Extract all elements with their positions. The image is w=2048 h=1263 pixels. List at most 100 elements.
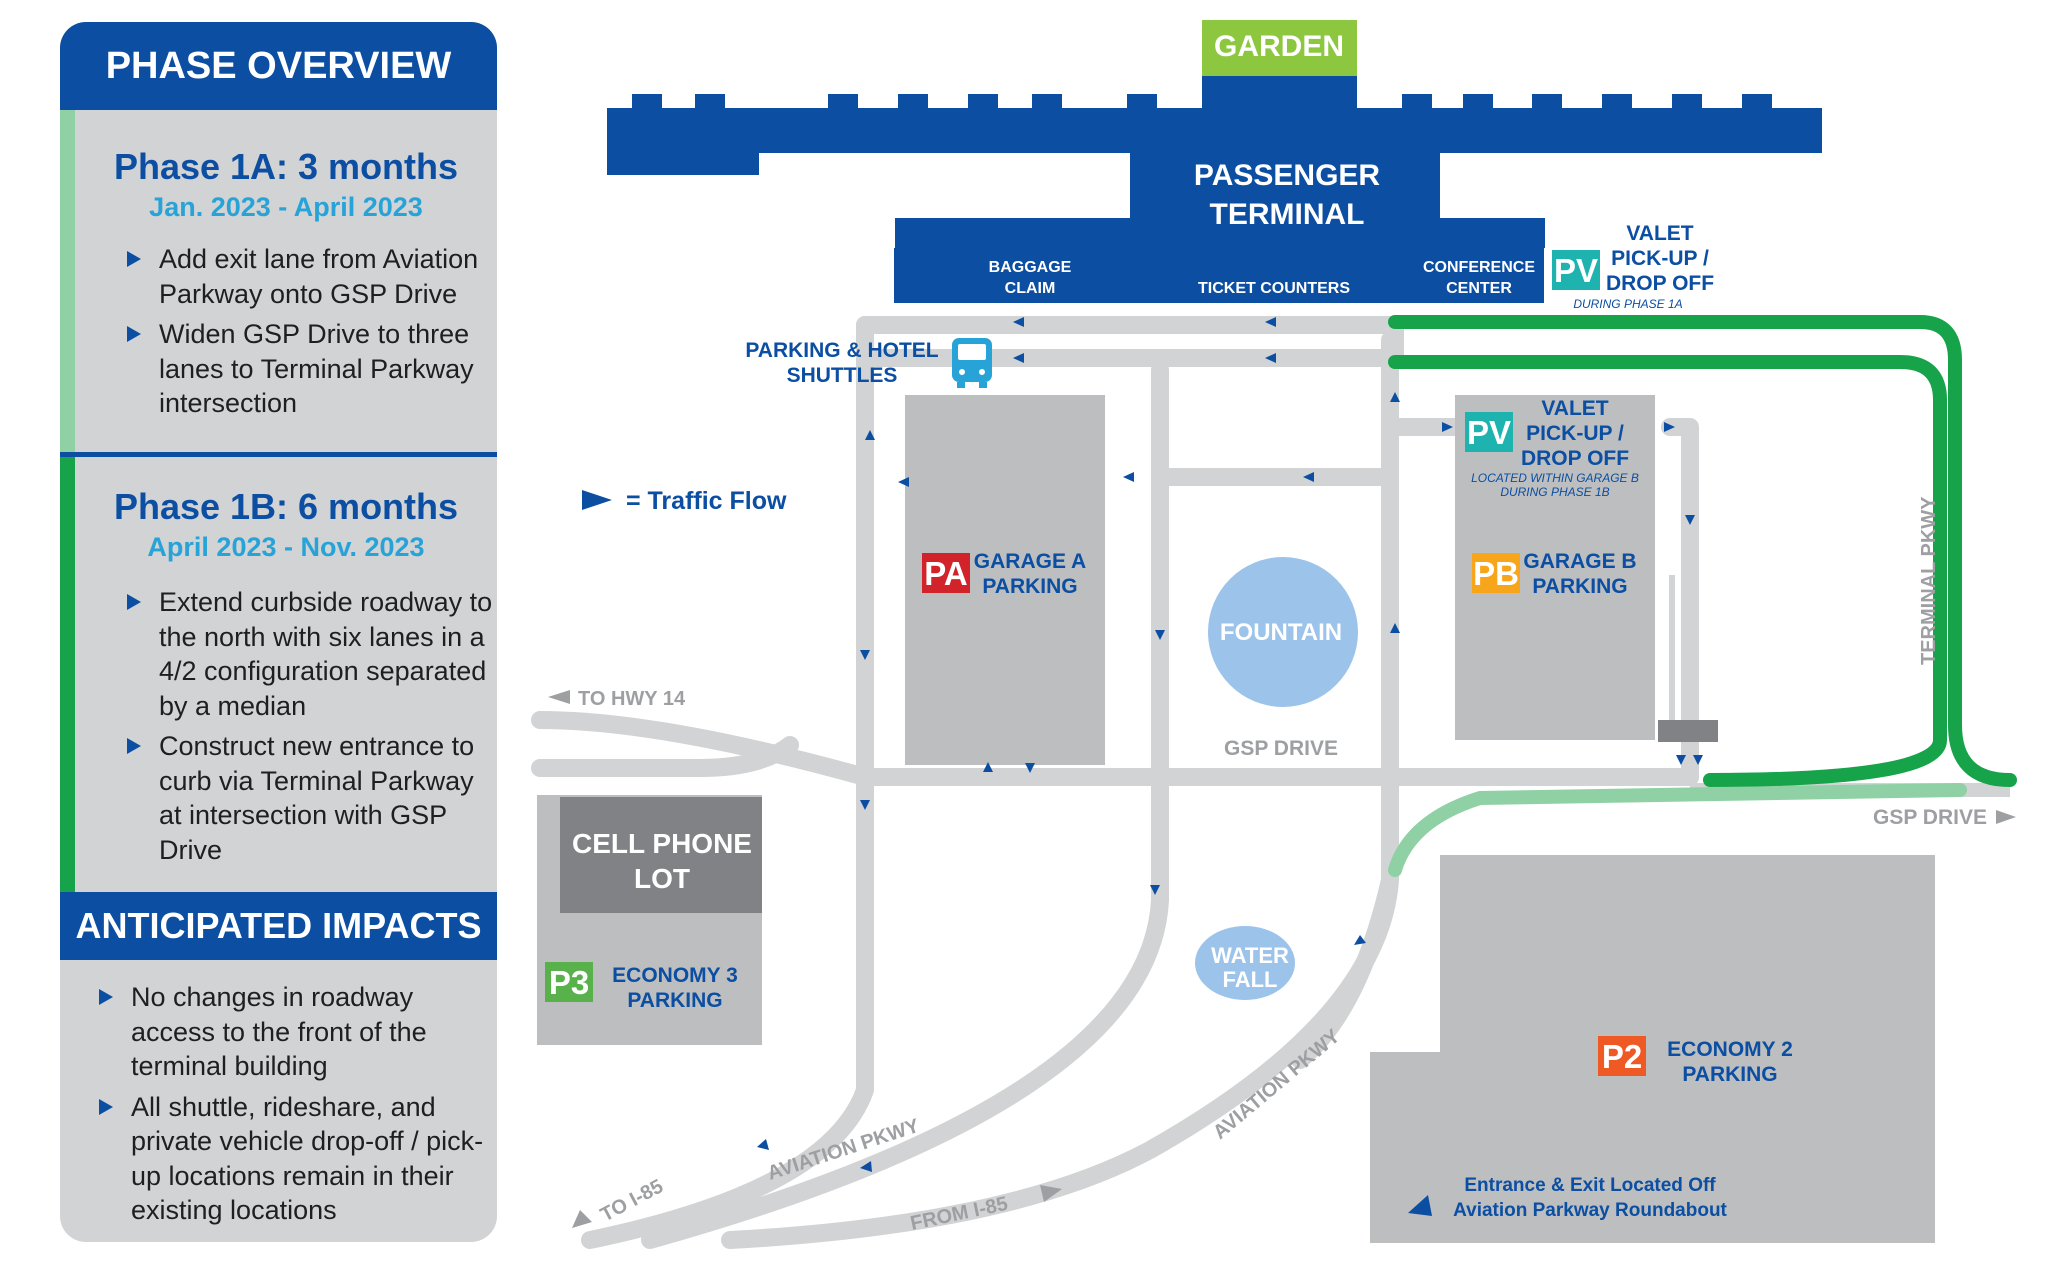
- flow-arrow: [1664, 422, 1675, 432]
- cell-lot-road: [531, 736, 799, 777]
- phase-1a-list: Add exit lane from Aviation Parkway onto…: [123, 242, 493, 427]
- waterfall-label-1: WATER: [1211, 943, 1289, 968]
- phase-divider: [60, 452, 497, 457]
- cell-phone-label-2: LOT: [634, 863, 690, 894]
- to-i85-arrow: [572, 1210, 592, 1228]
- flow-arrow: [1265, 353, 1276, 363]
- anticipated-impacts-header: ANTICIPATED IMPACTS: [60, 892, 497, 960]
- flow-arrow: [1303, 472, 1314, 482]
- valet-garage-line2: PICK-UP /: [1526, 422, 1624, 445]
- valet-top-line3: DROP OFF: [1606, 272, 1714, 295]
- economy3-label-1: ECONOMY 3: [612, 964, 738, 987]
- flow-arrow: [1123, 472, 1134, 482]
- flow-arrow: [1265, 317, 1276, 327]
- list-item: No changes in roadway access to the fron…: [95, 980, 495, 1084]
- svg-text:PA: PA: [924, 555, 967, 592]
- phase-1b-list: Extend curbside roadway to the north wit…: [123, 585, 493, 873]
- bullet-arrow-icon: [127, 594, 141, 610]
- cell-phone-label-1: CELL PHONE: [572, 828, 752, 859]
- traffic-flow-arrows: [757, 317, 1703, 1172]
- shuttles-label-1: PARKING & HOTEL: [745, 339, 938, 362]
- svg-text:PV: PV: [1554, 252, 1598, 289]
- flow-arrow: [1150, 885, 1160, 895]
- valet-garage-note1: LOCATED WITHIN GARAGE B: [1471, 471, 1639, 485]
- aviation-pkwy-label-2: AVIATION PKWY: [1209, 1025, 1345, 1144]
- flow-arrow: [1693, 755, 1703, 765]
- terminal-pkwy-outer: [1388, 315, 2017, 787]
- to-hwy14-label: TO HWY 14: [578, 688, 686, 710]
- flow-arrow: [1025, 763, 1035, 773]
- phase-1a-dates: Jan. 2023 - April 2023: [149, 192, 423, 222]
- phase-panel: PHASE OVERVIEW Phase 1A: 3 months Jan. 2…: [60, 22, 497, 1242]
- p2-badge: P2: [1598, 1036, 1646, 1076]
- flow-arrow: [1390, 623, 1400, 633]
- gsp-drive-label: GSP DRIVE: [1224, 737, 1338, 760]
- bus-icon: [952, 338, 992, 388]
- waterfall-label-2: FALL: [1223, 967, 1278, 992]
- pb-badge: PB: [1472, 553, 1520, 593]
- fountain-label: FOUNTAIN: [1220, 619, 1342, 646]
- center-drive: [641, 361, 1169, 1249]
- flow-arrow: [1013, 317, 1024, 327]
- phase-1a-accent: [60, 110, 75, 453]
- flow-arrow: [1676, 755, 1686, 765]
- svg-text:P3: P3: [549, 964, 589, 1001]
- aviation-pkwy-road: [721, 871, 1399, 1249]
- economy-2-lot: [1370, 855, 1935, 1243]
- terminal-parkway-routes: [1388, 315, 2017, 877]
- shuttles-label-2: SHUTTLES: [787, 364, 898, 387]
- terminal-pkwy-inner: [1388, 355, 1947, 787]
- phase-1b-title: Phase 1B: 6 months: [113, 486, 459, 527]
- valet-top-line1: VALET: [1626, 222, 1693, 245]
- p2-entrance-label-2: Aviation Parkway Roundabout: [1453, 1200, 1727, 1221]
- bullet-arrow-icon: [127, 251, 141, 267]
- ticket-counters-label: TICKET COUNTERS: [1198, 280, 1350, 297]
- garage-b-gate: [1658, 720, 1718, 742]
- pv-badge-top: PV: [1552, 250, 1600, 290]
- to-hwy14-arrow: [548, 690, 570, 704]
- flow-arrow: [1390, 392, 1400, 402]
- bullet-arrow-icon: [127, 738, 141, 754]
- west-loop-road: [856, 316, 1404, 369]
- flow-arrow: [860, 650, 870, 660]
- flow-arrow: [898, 477, 909, 487]
- garage-b-label-2: PARKING: [1532, 575, 1627, 598]
- flow-arrow: [1685, 515, 1695, 525]
- flow-arrow: [1013, 353, 1024, 363]
- phase-1a-title: Phase 1A: 3 months: [113, 146, 459, 187]
- phase-1a-exit-lane: [1388, 783, 1967, 877]
- bullet-arrow-icon: [99, 989, 113, 1005]
- valet-garage-note2: DURING PHASE 1B: [1500, 485, 1609, 499]
- valet-garage-line3: DROP OFF: [1521, 447, 1629, 470]
- conference-center-label-1: CONFERENCE: [1423, 259, 1535, 276]
- list-item: Construct new entrance to curb via Termi…: [123, 729, 493, 867]
- conference-center-label-2: CENTER: [1446, 280, 1512, 297]
- terminal-pkwy-label: TERMINAL PKWY: [1918, 496, 1940, 665]
- phase-overview-header: PHASE OVERVIEW: [60, 22, 497, 110]
- flow-arrow: [757, 1139, 769, 1150]
- p2-entrance-arrow: [1408, 1195, 1432, 1216]
- terminal-building: [607, 20, 1822, 303]
- flow-arrow: [860, 1161, 872, 1172]
- waterfall: [1195, 926, 1295, 1000]
- gsp-drive-east-arrow: [1996, 810, 2016, 824]
- concourse: [607, 108, 1822, 153]
- valet-top-line2: PICK-UP /: [1611, 247, 1709, 270]
- flow-arrow: [1155, 630, 1165, 640]
- terminal-label-2: TERMINAL: [1210, 198, 1365, 231]
- bullet-arrow-icon: [127, 326, 141, 342]
- gsp-drive-west: [531, 711, 874, 786]
- flow-arrow: [1354, 935, 1366, 945]
- economy2-label-1: ECONOMY 2: [1667, 1038, 1793, 1061]
- phase-1b-dates: April 2023 - Nov. 2023: [147, 532, 425, 562]
- svg-text:PV: PV: [1467, 414, 1511, 451]
- fountain: [1208, 557, 1358, 707]
- from-i85-arrow: [1040, 1185, 1062, 1202]
- bullet-arrow-icon: [99, 1098, 113, 1115]
- terminal-label-1: PASSENGER: [1194, 159, 1380, 192]
- baggage-claim-label-1: BAGGAGE: [989, 259, 1072, 276]
- valet-top-note: DURING PHASE 1A: [1573, 297, 1682, 311]
- garage-b-label-1: GARAGE B: [1523, 550, 1636, 573]
- garage-a-label-2: PARKING: [982, 575, 1077, 598]
